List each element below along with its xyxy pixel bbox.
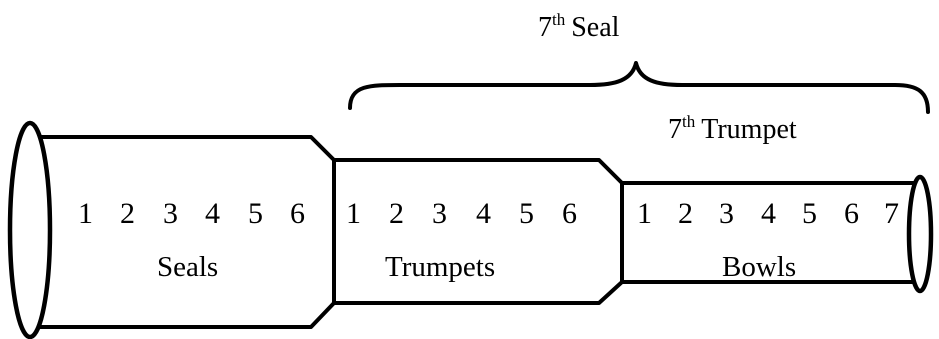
seals-numbers: 1 2 3 4 5 6 bbox=[78, 197, 305, 230]
seal-number: 1 bbox=[78, 197, 93, 230]
bowl-number: 3 bbox=[719, 197, 734, 230]
seventh-seal-bracket bbox=[348, 61, 930, 114]
trumpet-number: 5 bbox=[519, 197, 534, 230]
seal-number: 2 bbox=[120, 197, 135, 230]
seal-number: 3 bbox=[163, 197, 178, 230]
trumpet-number: 6 bbox=[562, 197, 577, 230]
bowl-number: 5 bbox=[802, 197, 817, 230]
seals-label: Seals bbox=[157, 251, 218, 283]
seals-end-ellipse bbox=[7, 120, 53, 339]
bowl-number: 7 bbox=[884, 197, 899, 230]
seal-number: 5 bbox=[248, 197, 263, 230]
bowl-number: 4 bbox=[761, 197, 776, 230]
bowl-number: 1 bbox=[637, 197, 652, 230]
trumpet-number: 1 bbox=[346, 197, 361, 230]
bowls-label: Bowls bbox=[722, 251, 796, 283]
trumpet-number: 2 bbox=[389, 197, 404, 230]
bowl-number: 2 bbox=[678, 197, 693, 230]
bowl-number: 6 bbox=[844, 197, 859, 230]
trumpets-section bbox=[332, 158, 624, 305]
seals-section bbox=[36, 135, 336, 329]
seal-number: 6 bbox=[290, 197, 305, 230]
bowls-end-ellipse bbox=[906, 174, 934, 294]
trumpet-number: 4 bbox=[476, 197, 491, 230]
trumpets-label: Trumpets bbox=[385, 251, 495, 283]
seal-number: 4 bbox=[205, 197, 220, 230]
trumpet-number: 3 bbox=[432, 197, 447, 230]
bowls-section bbox=[620, 181, 921, 284]
bowls-numbers: 1 2 3 4 5 6 7 bbox=[637, 197, 899, 230]
trumpets-numbers: 1 2 3 4 5 6 bbox=[346, 197, 577, 230]
